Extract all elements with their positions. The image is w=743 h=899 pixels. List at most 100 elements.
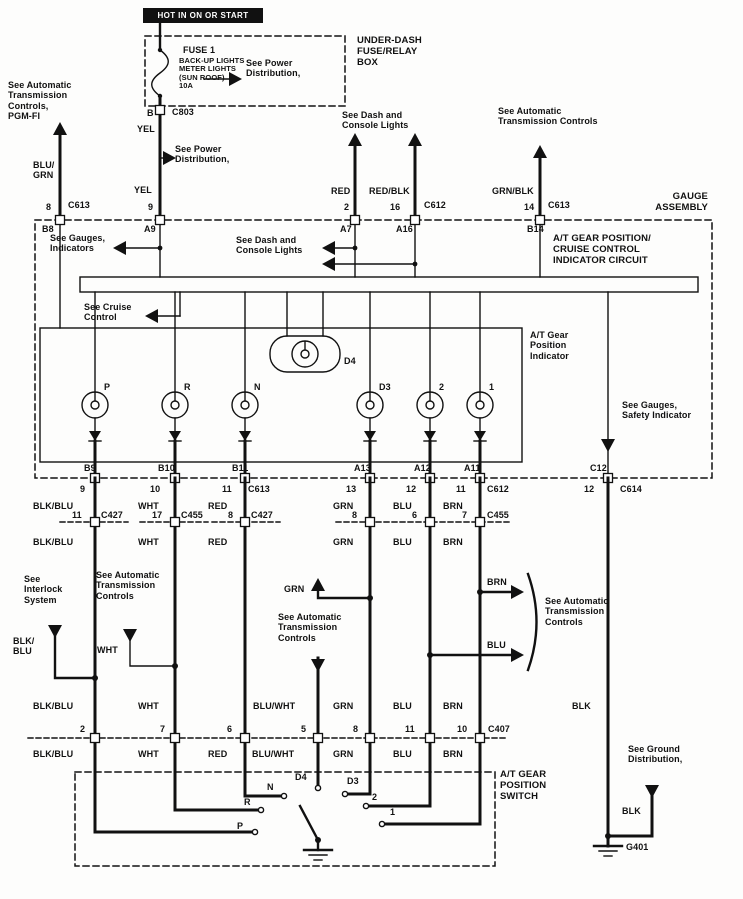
see-cruise-control-note: See Cruise Control xyxy=(84,302,132,323)
pin-label-row1-9: 9 xyxy=(80,484,86,494)
pin-label-row2-6: 6 xyxy=(412,510,418,520)
see-power-distribution-note-inside: See Power Distribution, xyxy=(246,58,301,79)
wire-color-row1-red: RED xyxy=(208,501,228,511)
wire-color-label-red: RED xyxy=(331,186,351,196)
switch-contact-2: 2 xyxy=(372,792,378,802)
wire-color-row1-brn: BRN xyxy=(443,501,463,511)
pin-label-row1-13: 13 xyxy=(346,484,357,494)
gauge-pin-a7: A7 xyxy=(340,224,352,234)
gauge-pin-a13: A13 xyxy=(354,463,371,473)
pin-label-row2-8: 8 xyxy=(228,510,234,520)
mid-connectors xyxy=(27,516,513,744)
see-power-distribution-note-below: See Power Distribution, xyxy=(175,144,230,165)
see-atc-note-top-right: See Automatic Transmission Controls xyxy=(498,106,598,127)
connector-label-c407: C407 xyxy=(488,724,510,734)
wire-color-mid-wht: WHT xyxy=(97,645,118,655)
wire-color-row2-blu: BLU xyxy=(393,537,412,547)
pin-label-c407-10: 10 xyxy=(457,724,468,734)
indicator-circuit-title: A/T GEAR POSITION/ CRUISE CONTROL INDICA… xyxy=(553,233,651,266)
wire-color-row2-brn: BRN xyxy=(443,537,463,547)
see-ground-distribution-note: See Ground Distribution, xyxy=(628,744,683,765)
hot-in-on-start-banner: HOT IN ON OR START xyxy=(143,8,263,23)
wire-color-row4-blu: BLU xyxy=(393,749,412,759)
gauge-pin-b11: B11 xyxy=(232,463,249,473)
switch-contact-1: 1 xyxy=(390,807,396,817)
wire-color-row3-wht: WHT xyxy=(138,701,159,711)
see-gauges-safety-indicator-note: See Gauges, Safety Indicator xyxy=(622,400,692,421)
pin-label-14: 14 xyxy=(524,202,535,212)
wire-color-row2-grn: GRN xyxy=(333,537,354,547)
pin-label-16: 16 xyxy=(390,202,401,212)
switch-contact-p: P xyxy=(237,821,244,831)
wire-color-row1-wht: WHT xyxy=(138,501,159,511)
switch-contact-d3: D3 xyxy=(347,776,359,786)
see-dash-console-note-mid: See Dash and Console Lights xyxy=(236,235,303,256)
wire-color-row2-red: RED xyxy=(208,537,228,547)
pin-label-c407-11: 11 xyxy=(405,724,415,734)
branch-wires xyxy=(48,572,659,839)
connector-label-c612-top: C612 xyxy=(424,200,446,210)
see-dash-console-note-top: See Dash and Console Lights xyxy=(342,110,409,131)
wire-color-row2-blkblu: BLK/BLU xyxy=(33,537,74,547)
gauge-assembly-title: GAUGE ASSEMBLY xyxy=(655,191,708,213)
wire-color-row1-blu: BLU xyxy=(393,501,412,511)
connector-label-c613-bottom: C613 xyxy=(248,484,270,494)
fuse-description-label: BACK-UP LIGHTS METER LIGHTS (SUN ROOF) 1… xyxy=(179,56,245,91)
connector-label-c613-topleft: C613 xyxy=(68,200,90,210)
wire-color-mid-blu: BLU xyxy=(487,640,506,650)
switch-contact-r: R xyxy=(244,797,251,807)
gauge-assembly-box xyxy=(34,214,713,484)
wire-color-row3-grn: GRN xyxy=(333,701,354,711)
fuse-name-label: FUSE 1 xyxy=(183,45,216,55)
pin-label-8: 8 xyxy=(46,202,52,212)
gauge-pin-c12: C12 xyxy=(590,463,607,473)
lamp-label-1: 1 xyxy=(489,382,495,392)
harness-columns xyxy=(93,476,610,848)
wire-color-row1-grn: GRN xyxy=(333,501,354,511)
wire-color-label-blu-grn: BLU/ GRN xyxy=(33,160,55,181)
see-interlock-system-note: See Interlock System xyxy=(24,574,63,605)
top-feeds xyxy=(53,122,547,222)
pin-label-row1-10: 10 xyxy=(150,484,161,494)
pin-label-row2-11: 11 xyxy=(72,510,82,520)
wire-color-row3-blu: BLU xyxy=(393,701,412,711)
wire-color-row3-bluwht: BLU/WHT xyxy=(253,701,296,711)
pin-label-row2-7: 7 xyxy=(462,510,468,520)
see-atc-note-center: See Automatic Transmission Controls xyxy=(278,612,342,643)
underdash-fuse-box-title: UNDER-DASH FUSE/RELAY BOX xyxy=(357,35,422,68)
wire-color-row4-grn: GRN xyxy=(333,749,354,759)
pin-label-c407-2: 2 xyxy=(80,724,86,734)
wire-color-row4-bluwht: BLU/WHT xyxy=(252,749,295,759)
gauge-pin-a9: A9 xyxy=(144,224,156,234)
pin-label-c407-5: 5 xyxy=(301,724,307,734)
wire-color-row4-brn: BRN xyxy=(443,749,463,759)
fuse-box-section xyxy=(144,21,346,222)
wire-color-mid-blkblu: BLK/ BLU xyxy=(13,636,35,657)
lamp-label-d4: D4 xyxy=(344,356,356,366)
pin-label-row1-12: 12 xyxy=(406,484,417,494)
connector-label-c614: C614 xyxy=(620,484,642,494)
lamp-label-r: R xyxy=(184,382,191,392)
pin-label-row1-11: 11 xyxy=(222,484,232,494)
wire-color-label-yel-1: YEL xyxy=(137,124,155,134)
wire-color-row3-brn: BRN xyxy=(443,701,463,711)
switch-contact-d4: D4 xyxy=(295,772,307,782)
wire-color-row4-wht: WHT xyxy=(138,749,159,759)
pin-label-row2-17: 17 xyxy=(152,510,163,520)
gauge-pin-b14: B14 xyxy=(527,224,544,234)
connector-label-c455-b: C455 xyxy=(487,510,509,520)
wire-color-ground-blk: BLK xyxy=(622,806,641,816)
at-gear-position-indicator-label: A/T Gear Position Indicator xyxy=(530,330,569,361)
lamp-label-2: 2 xyxy=(439,382,445,392)
connector-label-c803: C803 xyxy=(172,107,194,117)
gauge-pin-a11: A11 xyxy=(464,463,481,473)
wire-color-row3-blk: BLK xyxy=(572,701,591,711)
pin-label-row2-8b: 8 xyxy=(352,510,358,520)
connector-label-c455-a: C455 xyxy=(181,510,203,520)
wire-color-row4-red: RED xyxy=(208,749,228,759)
pin-label-c407-7: 7 xyxy=(160,724,166,734)
switch-contact-n: N xyxy=(267,782,274,792)
lamp-label-p: P xyxy=(104,382,111,392)
